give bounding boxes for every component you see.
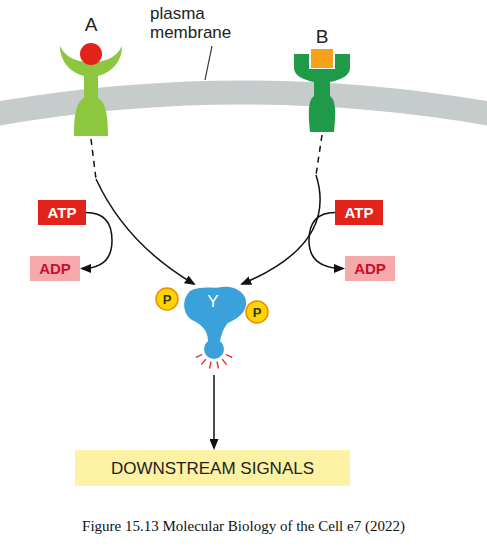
protein-y: Y — [180, 285, 252, 373]
activation-ray — [210, 362, 212, 369]
receptor-label: A — [58, 14, 124, 36]
receptor: A — [58, 14, 124, 136]
phosphate-label: P — [163, 293, 172, 306]
receptor-a-shape — [58, 36, 124, 136]
phosphate-disc — [156, 288, 178, 310]
adp-box: ADP — [345, 256, 395, 281]
activation-ray — [217, 362, 219, 369]
signal-arrow — [82, 213, 112, 269]
activation-ray — [196, 354, 202, 357]
plasma-membrane — [0, 93, 487, 116]
activation-ray — [226, 354, 232, 357]
adp-box: ADP — [30, 256, 80, 281]
phosphate-circle: P — [245, 300, 269, 324]
box-text: ATP — [345, 205, 374, 220]
box-text: ATP — [48, 205, 77, 220]
signal-arrow — [214, 375, 215, 448]
phosphate-disc — [246, 301, 268, 323]
arrow-segment — [82, 213, 112, 269]
protein-label: Y — [180, 292, 246, 312]
protein-head — [204, 339, 224, 359]
box-text: ADP — [354, 261, 386, 276]
receptor: B — [290, 26, 354, 132]
phosphate-label: P — [253, 306, 262, 319]
dashed-arrow-segment — [91, 139, 96, 179]
atp-box: ATP — [335, 200, 383, 225]
activation-ray — [201, 359, 205, 364]
atp-box: ATP — [38, 200, 86, 225]
signal-arrow — [242, 135, 322, 284]
receptor-label: B — [290, 26, 354, 48]
leader-line — [205, 46, 212, 80]
box-text: ADP — [39, 261, 71, 276]
dashed-arrow-segment — [316, 135, 322, 175]
part-label: plasma membrane — [150, 4, 258, 42]
box-text: DOWNSTREAM SIGNALS — [111, 460, 314, 477]
arrow-segment — [242, 175, 320, 284]
phosphate-circle: P — [155, 287, 179, 311]
signal-arrow — [91, 139, 194, 284]
activation-ray — [222, 359, 226, 364]
arrow-segment — [213, 375, 215, 448]
ligand-circle — [80, 43, 102, 65]
receptor-b-shape — [290, 46, 354, 132]
signal-band: DOWNSTREAM SIGNALS — [75, 450, 350, 486]
ligand-square — [311, 49, 333, 68]
figure-caption: Figure 15.13 Molecular Biology of the Ce… — [0, 518, 487, 535]
